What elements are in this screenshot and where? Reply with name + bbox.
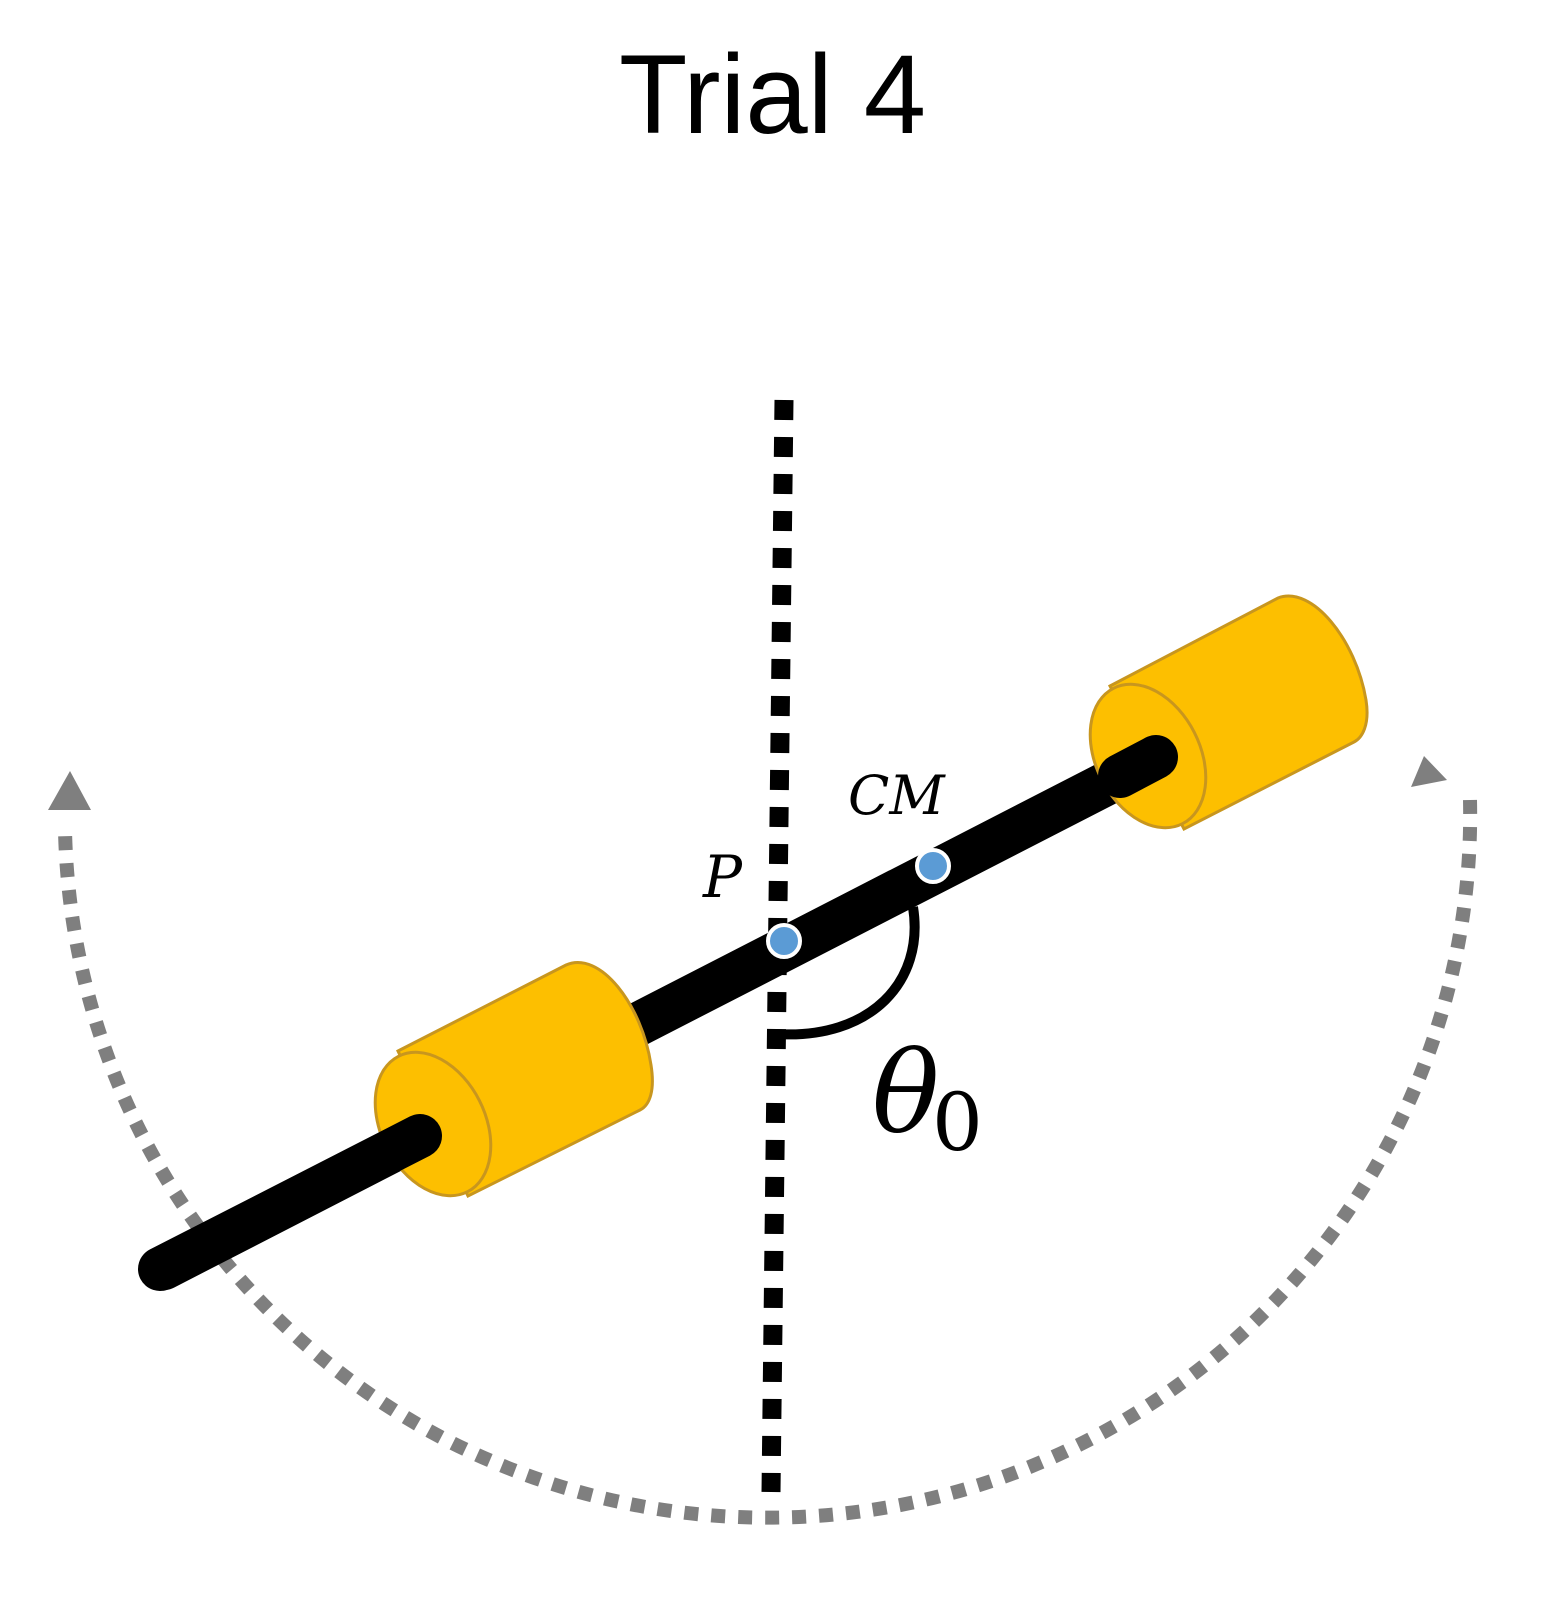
angle-arc: [775, 906, 920, 1040]
pivot-label: P: [702, 843, 743, 911]
angle-symbol-label: θ: [872, 1029, 939, 1159]
left-weight: [373, 961, 654, 1199]
center-of-mass-point: [915, 848, 951, 884]
pivot-point: [766, 923, 802, 959]
swing-arc: [58, 799, 1478, 1525]
swing-arrow-left: [48, 771, 91, 810]
page-title: Trial 4: [618, 32, 926, 157]
right-weight: [1088, 594, 1369, 832]
angle-subscript-label: 0: [932, 1076, 983, 1169]
rod-left-stub: [138, 1114, 442, 1291]
swing-arrow-right: [1411, 756, 1447, 787]
center-of-mass-label: CM: [848, 764, 946, 827]
rod-right-stub: [1098, 735, 1178, 798]
